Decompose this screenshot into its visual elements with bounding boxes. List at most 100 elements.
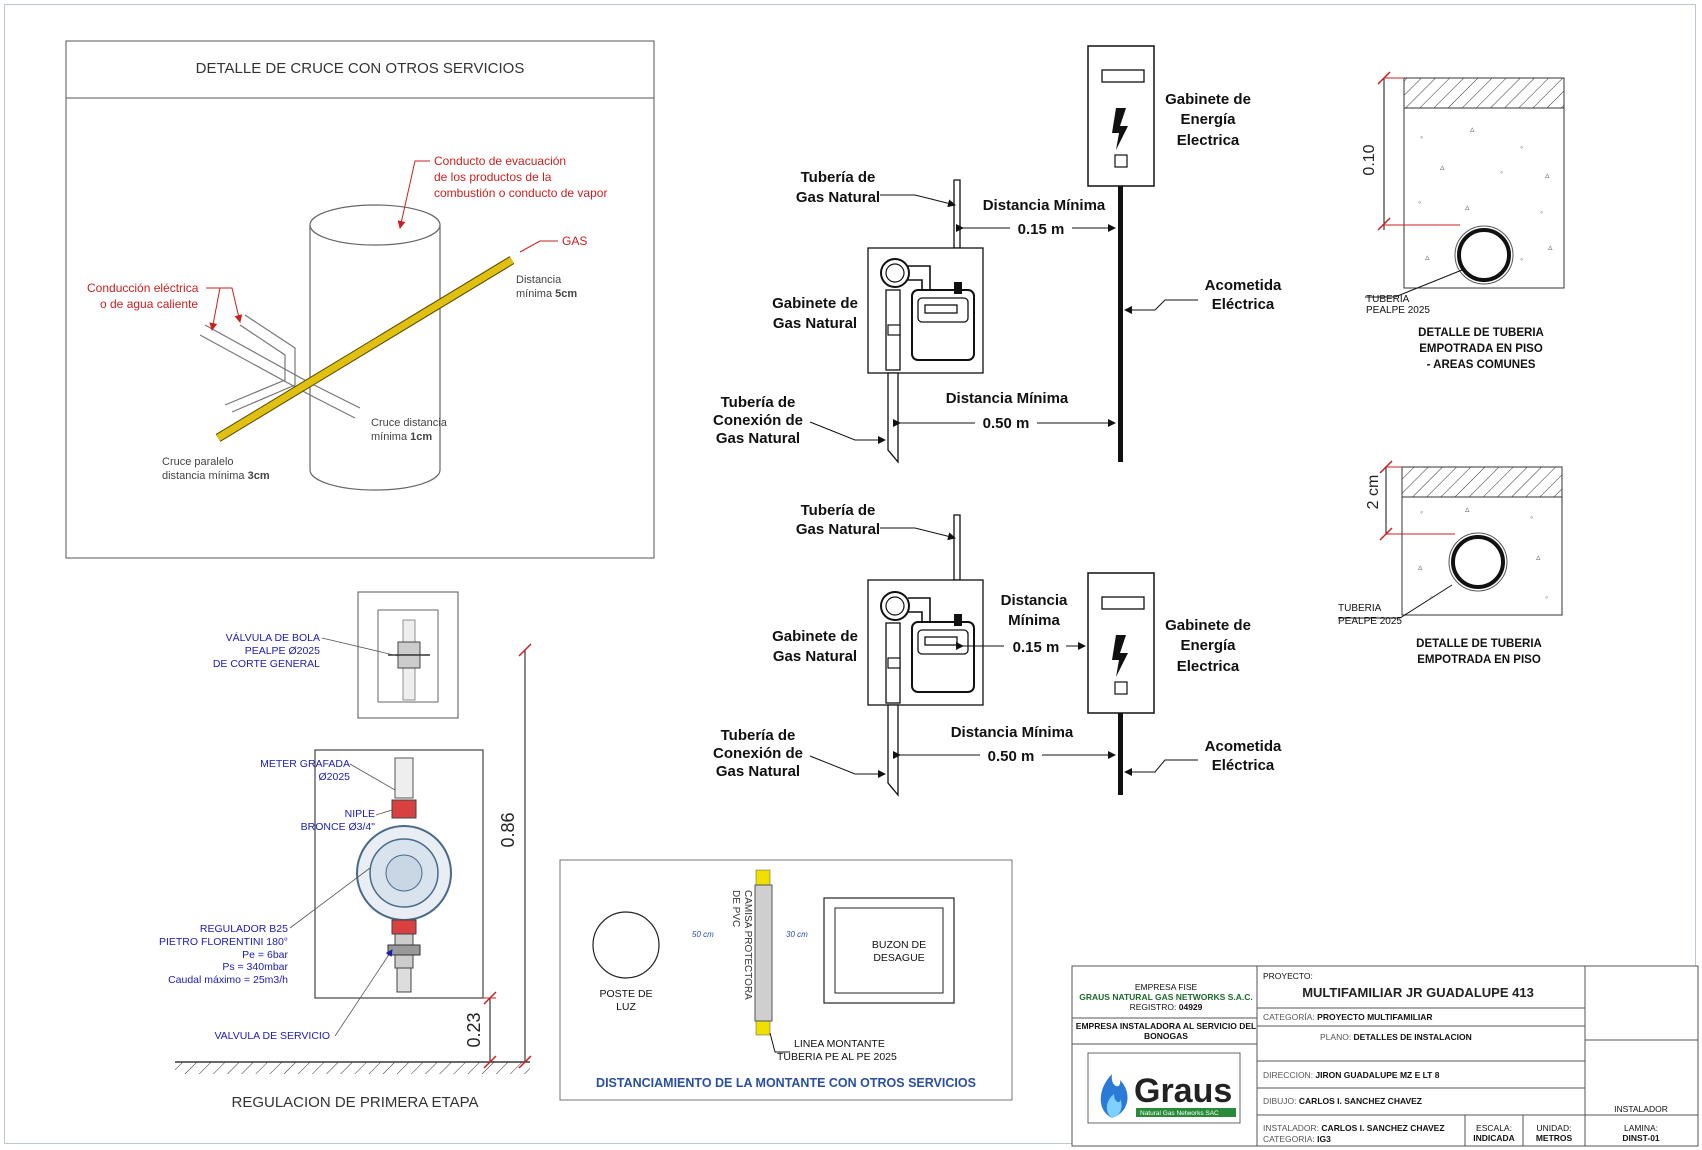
svg-text:mínima 1cm: mínima 1cm [371,431,432,443]
detail1-title-1: DETALLE DE TUBERIA [1418,327,1544,339]
direccion-label: DIRECCION: [1263,1070,1315,1080]
elec-cab-top-2: Energía [1180,111,1236,128]
pole-label-2: LUZ [616,1001,636,1013]
svg-text:PLANO: DETALLES DE INSTALACION: PLANO: DETALLES DE INSTALACION [1320,1032,1472,1042]
fise-2: GRAUS NATURAL GAS NETWORKS S.A.C. [1079,992,1252,1002]
gas-pipe-bot-2: Gas Natural [796,521,880,538]
pipe-detail-common: ◦▵◦ ▵◦▵ ◦▵◦ ▵◦▵ [1365,71,1565,298]
reg-label-2: PIETRO FLORENTINI 180° [159,936,288,948]
reg-label-4: Ps = 340mbar [222,961,288,973]
valve-label-3: DE CORTE GENERAL [213,658,320,670]
detail1-title-3: - AREAS COMUNES [1427,359,1536,371]
cross1-label-2: mínima [371,431,410,443]
exhaust-label-2: de los productos de la [434,170,552,184]
unidad-value: METROS [1536,1133,1573,1143]
svg-text:REGISTRO: 04929: REGISTRO: 04929 [1130,1002,1203,1012]
cabinet-diagram-top [702,40,1292,510]
parallel-label-2: distancia mínima [162,470,248,482]
drawing-frame [4,4,1696,1144]
logo-text: Graus [1134,1072,1232,1110]
svg-text:▵: ▵ [1548,242,1553,252]
pole-label-1: POSTE DE [599,988,652,1000]
categoria2-label: CATEGORIA: [1263,1134,1317,1144]
svg-text:◦: ◦ [1418,197,1421,207]
valve-label-2: PEALPE Ø2025 [245,645,320,657]
categoria-label: CATEGORÍA: [1263,1012,1317,1022]
acometida-top-1: Acometida [1205,277,1282,294]
registro-label: REGISTRO: [1130,1002,1179,1012]
fise-1: EMPRESA FISE [1135,982,1198,992]
svg-text:◦: ◦ [1545,592,1548,602]
regulation-title: REGULACION DE PRIMERA ETAPA [232,1094,479,1111]
svg-text:DIBUJO: CARLOS I. SANCHEZ CHAV: DIBUJO: CARLOS I. SANCHEZ CHAVEZ [1263,1096,1422,1106]
valve-label-1: VÁLVULA DE BOLA [226,631,320,644]
direccion-value: JIRON GUADALUPE MZ E LT 8 [1315,1070,1439,1080]
crossing-title: DETALLE DE CRUCE CON OTROS SERVICIOS [196,60,525,77]
service-valve-label: VALVULA DE SERVICIO [214,1030,330,1042]
dim-086: 0.86 [498,812,518,847]
meter-label-2: Ø2025 [318,771,350,783]
svg-text:◦: ◦ [1520,142,1523,152]
graus-logo: Graus Natural Gas Networks SAC [1087,1052,1241,1124]
meter-label-1: METER GRAFADA [260,758,350,770]
riser-label-2: TUBERIA PE AL PE 2025 [777,1051,897,1063]
cross1-label-1: Cruce distancia [371,417,448,429]
riser-diagram [559,859,1013,1101]
instalador-header: INSTALADOR [1614,1104,1668,1114]
sleeve-label-2: DE PVC [730,890,741,927]
plano-value: DETALLES DE INSTALACION [1354,1032,1472,1042]
riser-label-1: LINEA MONTANTE [794,1038,885,1050]
dim-2cm: 2 cm [1365,475,1382,510]
svg-text:▵: ▵ [1425,252,1430,262]
gas-cab-bot-2: Gas Natural [773,648,857,665]
parallel-value: 3cm [248,470,270,482]
gas-pipe-top-1: Tubería de [801,169,876,186]
inst-company-2: BONOGAS [1144,1031,1188,1041]
cross1-value: 1cm [410,431,432,443]
dist-min-top-015: Distancia Mínima [983,197,1106,214]
cabinet-diagram-bottom [809,514,1198,797]
instalador-value: CARLOS I. SANCHEZ CHAVEZ [1321,1123,1444,1133]
unidad-label: UNIDAD: [1537,1123,1572,1133]
svg-text:◦: ◦ [1530,512,1533,522]
gas-pipe-top-2: Gas Natural [796,189,880,206]
conn-top-1: Tubería de [721,394,796,411]
elec-cab-top-3: Electrica [1177,132,1240,149]
svg-text:▵: ▵ [1545,170,1550,180]
elec-cab-bot-2: Energía [1180,637,1236,654]
proyecto-label: PROYECTO: [1263,971,1313,981]
conn-bot-3: Gas Natural [716,763,800,780]
electric-label-2: o de agua caliente [100,297,198,311]
min5-label-1: Distancia [516,274,562,286]
dist-50-label: 50 cm [692,930,714,939]
exhaust-cylinder [309,204,441,491]
drain-label-1: BUZON DE [872,939,926,951]
conn-top-2: Conexión de [713,412,803,429]
dist-min-top-050: Distancia Mínima [946,390,1069,407]
acometida-bot-2: Eléctrica [1212,757,1275,774]
svg-text:INSTALADOR: CARLOS I. SANCHEZ: INSTALADOR: CARLOS I. SANCHEZ CHAVEZ [1263,1123,1445,1133]
svg-text:CATEGORÍA: PROYECTO MULTIFAMIL: CATEGORÍA: PROYECTO MULTIFAMILIAR [1263,1012,1433,1022]
svg-text:◦: ◦ [1420,507,1423,517]
categoria-value: PROYECTO MULTIFAMILIAR [1317,1012,1432,1022]
pipe1-label-1: TUBERIA [1366,294,1410,305]
reg-label-1: REGULADOR B25 [200,923,288,935]
dibujo-value: CARLOS I. SANCHEZ CHAVEZ [1299,1096,1422,1106]
instalador-label: INSTALADOR: [1263,1123,1321,1133]
svg-text:▵: ▵ [1465,504,1470,514]
categoria2-value: IG3 [1317,1134,1331,1144]
crossing-detail: DETALLE DE CRUCE CON OTROS SERVICIOS Con… [65,40,655,559]
svg-text:▵: ▵ [1470,124,1475,134]
gas-cab-top-2: Gas Natural [773,315,857,332]
value-050-top: 0.50 m [983,415,1030,432]
proyecto-value: MULTIFAMILIAR JR GUADALUPE 413 [1302,985,1534,1000]
svg-text:CATEGORIA: IG3: CATEGORIA: IG3 [1263,1134,1331,1144]
logo-subtitle: Natural Gas Networks SAC [1140,1110,1219,1117]
svg-text:◦: ◦ [1500,167,1503,177]
niple-label-1: NIPLE [345,808,375,820]
dist-min-bot-050: Distancia Mínima [951,724,1074,741]
svg-text:▵: ▵ [1536,552,1541,562]
lamina-label: LAMINA: [1624,1123,1658,1133]
gas-cab-bot-1: Gabinete de [772,628,858,645]
